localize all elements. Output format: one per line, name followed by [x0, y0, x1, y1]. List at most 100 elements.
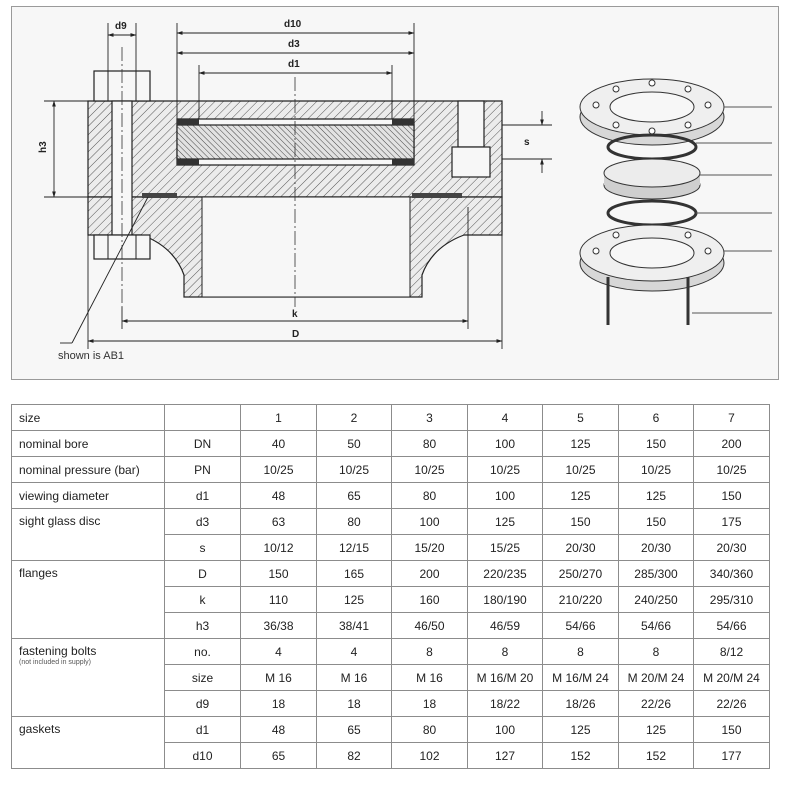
- symbol-cell: D: [164, 560, 241, 587]
- table-row: fastening bolts(not included in supply)n…: [11, 638, 770, 717]
- value-cell: 100: [467, 430, 543, 457]
- value-cell: 220/235: [467, 560, 543, 587]
- value-cell: 100: [467, 482, 543, 509]
- value-cell: 10/25: [316, 456, 392, 483]
- header-size-4: 4: [467, 404, 543, 431]
- symbol-cell: d1: [164, 482, 241, 509]
- value-cell: 22/26: [618, 690, 694, 717]
- symbol-cell: DN: [164, 430, 241, 457]
- value-cell: 38/41: [316, 612, 392, 639]
- symbol-cell: size: [164, 664, 241, 691]
- value-cell: 65: [316, 716, 392, 743]
- value-cell: 8: [618, 638, 694, 665]
- value-cell: 80: [316, 508, 392, 535]
- symbol-cell: k: [164, 586, 241, 613]
- value-cell: 18/26: [542, 690, 619, 717]
- gasket-top-left: [177, 119, 199, 125]
- value-cell: 18: [316, 690, 392, 717]
- value-cell: 285/300: [618, 560, 694, 587]
- value-cell: M 16: [316, 664, 392, 691]
- value-cell: 150: [618, 508, 694, 535]
- param-name: nominal bore: [19, 436, 89, 451]
- value-cell: M 16/M 20: [467, 664, 543, 691]
- value-cell: 4: [240, 638, 317, 665]
- value-cell: 102: [391, 742, 468, 769]
- drawing-canvas: d9 d10 d3 d1 h3 s k D shown is AB1: [38, 19, 772, 362]
- param-label: nominal bore: [11, 430, 165, 457]
- value-cell: 10/25: [467, 456, 543, 483]
- value-cell: 125: [467, 508, 543, 535]
- value-cell: 125: [542, 430, 619, 457]
- value-cell: 22/26: [693, 690, 770, 717]
- param-label: flanges: [11, 560, 165, 639]
- callout-shown-is-ab1: shown is AB1: [58, 350, 124, 362]
- value-cell: 340/360: [693, 560, 770, 587]
- param-name: nominal pressure (bar): [19, 462, 140, 477]
- technical-drawing: d9 d10 d3 d1 h3 s k D shown is AB1: [11, 6, 779, 380]
- value-cell: M 20/M 24: [693, 664, 770, 691]
- value-cell: 100: [467, 716, 543, 743]
- value-cell: 150: [240, 560, 317, 587]
- symbol-cell: d3: [164, 508, 241, 535]
- dim-s: s: [524, 137, 530, 148]
- value-cell: 54/66: [693, 612, 770, 639]
- value-cell: 8/12: [693, 638, 770, 665]
- value-cell: 80: [391, 482, 468, 509]
- header-size-label: size: [11, 404, 165, 431]
- section-view: [87, 47, 503, 307]
- dim-d3: d3: [288, 39, 300, 50]
- value-cell: 295/310: [693, 586, 770, 613]
- value-cell: 80: [391, 716, 468, 743]
- value-cell: 65: [316, 482, 392, 509]
- param-label: nominal pressure (bar): [11, 456, 165, 483]
- value-cell: 8: [542, 638, 619, 665]
- value-cell: 125: [618, 716, 694, 743]
- value-cell: 18: [240, 690, 317, 717]
- value-cell: 63: [240, 508, 317, 535]
- symbol-cell: s: [164, 534, 241, 561]
- value-cell: 82: [316, 742, 392, 769]
- value-cell: 10/25: [391, 456, 468, 483]
- dim-h3: h3: [38, 141, 49, 153]
- param-name: gaskets: [19, 722, 61, 736]
- value-cell: 160: [391, 586, 468, 613]
- value-cell: 240/250: [618, 586, 694, 613]
- value-cell: 4: [316, 638, 392, 665]
- value-cell: 175: [693, 508, 770, 535]
- value-cell: 36/38: [240, 612, 317, 639]
- value-cell: 125: [316, 586, 392, 613]
- exploded-view: [579, 78, 772, 325]
- dimension-labels: d9 d10 d3 d1 h3 s k D shown is AB1: [38, 19, 530, 362]
- value-cell: 54/66: [618, 612, 694, 639]
- param-note: (not included in supply): [19, 659, 91, 666]
- value-cell: 18/22: [467, 690, 543, 717]
- param-label: fastening bolts(not included in supply): [11, 638, 165, 717]
- param-name: fastening bolts: [19, 644, 97, 658]
- value-cell: 210/220: [542, 586, 619, 613]
- value-cell: 150: [693, 482, 770, 509]
- value-cell: 8: [391, 638, 468, 665]
- dim-d9: d9: [115, 21, 127, 32]
- exploded-bolts: [606, 277, 690, 325]
- value-cell: 177: [693, 742, 770, 769]
- header-size-7: 7: [693, 404, 770, 431]
- symbol-cell: PN: [164, 456, 241, 483]
- value-cell: 125: [542, 716, 619, 743]
- value-cell: 10/25: [693, 456, 770, 483]
- exploded-glass-disc: [603, 158, 701, 200]
- value-cell: 180/190: [467, 586, 543, 613]
- leader-lines: [692, 106, 772, 314]
- value-cell: 100: [391, 508, 468, 535]
- symbol-cell: h3: [164, 612, 241, 639]
- value-cell: 125: [542, 482, 619, 509]
- param-name: flanges: [19, 566, 58, 580]
- param-name: sight glass disc: [19, 514, 101, 528]
